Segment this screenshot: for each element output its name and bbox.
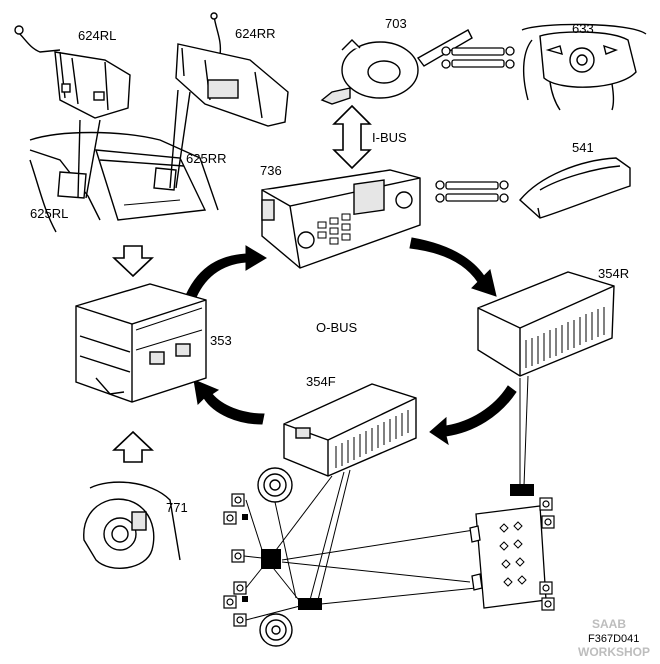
- label-736: 736: [260, 163, 282, 178]
- hollow-arrows: [111, 245, 155, 463]
- speaker-top: [257, 467, 293, 503]
- small-black-blocks: [242, 514, 248, 602]
- label-625RR: 625RR: [186, 151, 226, 166]
- component-354R: [477, 271, 615, 377]
- component-736: [261, 169, 421, 269]
- speaker-bottom: [259, 613, 293, 647]
- connector-plate: [469, 505, 547, 609]
- component-353: [75, 283, 207, 403]
- connector-736-541: [435, 180, 509, 203]
- label-625RL: 625RL: [30, 206, 68, 221]
- wiring-lines: [243, 375, 529, 621]
- watermark-line1: SAAB: [592, 617, 626, 631]
- component-624RL: [14, 25, 131, 119]
- junction-blocks: [261, 484, 534, 610]
- ibus-arrow: [332, 104, 372, 170]
- component-771: [83, 481, 181, 569]
- label-703: 703: [385, 16, 407, 31]
- tweeters-right: [539, 497, 555, 611]
- label-353: 353: [210, 333, 232, 348]
- label-633: 633: [572, 21, 594, 36]
- ibus-label: I-BUS: [372, 130, 407, 145]
- car-rear-view: [29, 89, 219, 233]
- label-541: 541: [572, 140, 594, 155]
- label-624RR: 624RR: [235, 26, 275, 41]
- figure-ref: F367D041: [588, 633, 639, 645]
- label-354F: 354F: [306, 374, 336, 389]
- label-624RL: 624RL: [78, 28, 116, 43]
- label-771: 771: [166, 500, 188, 515]
- connector-703-633: [441, 46, 515, 69]
- component-541: [519, 157, 631, 219]
- tweeters-left: [223, 493, 247, 627]
- watermark-line2: WORKSHOP: [578, 645, 650, 659]
- obus-label: O-BUS: [316, 320, 358, 335]
- component-633: [521, 23, 647, 111]
- component-624RR: [175, 12, 289, 127]
- label-354R: 354R: [598, 266, 629, 281]
- obus-ring: [183, 237, 517, 446]
- component-354F: [283, 383, 417, 477]
